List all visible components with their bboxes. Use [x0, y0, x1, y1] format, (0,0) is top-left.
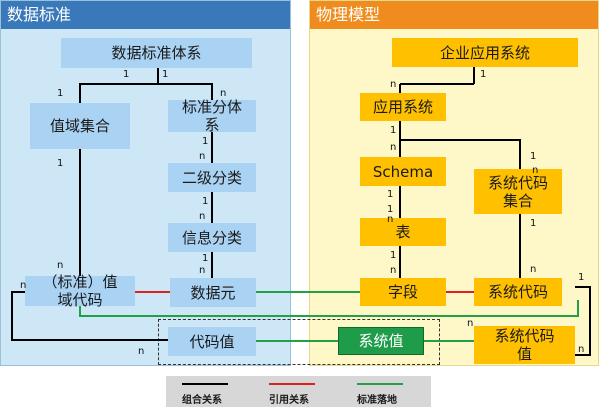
multiplicity-label: 1: [162, 69, 169, 80]
node-data-element: 数据元: [170, 278, 256, 307]
node-standard-category: 标准分体 系: [168, 98, 256, 134]
multiplicity-label: 1: [123, 69, 130, 80]
node-std-value-domain-code: （标准）值 域代码: [25, 273, 135, 309]
multiplicity-label: n: [138, 346, 145, 357]
node-schema: Schema: [360, 157, 446, 186]
multiplicity-label: 1: [390, 125, 397, 136]
multiplicity-label: n: [199, 151, 206, 162]
multiplicity-label: 1: [387, 189, 394, 200]
node-enterprise-app-system: 企业应用系统: [392, 38, 578, 67]
node-system-code: 系统代码: [474, 278, 562, 306]
node-data-standard-system: 数据标准体系: [61, 38, 252, 68]
node-system-code-value: 系统代码 值: [474, 326, 575, 364]
multiplicity-label: n: [390, 265, 397, 276]
multiplicity-label: n: [530, 264, 537, 275]
node-field: 字段: [360, 278, 446, 306]
node-app-system: 应用系统: [360, 93, 446, 121]
multiplicity-label: 1: [530, 218, 537, 229]
multiplicity-label: 1: [57, 158, 64, 169]
physical-model-title: 物理模型: [310, 1, 598, 29]
node-system-value: 系统值: [338, 327, 424, 355]
legend-label-reference: 引用关系: [269, 395, 309, 406]
multiplicity-label: n: [532, 165, 539, 176]
multiplicity-label: 1: [202, 253, 209, 264]
multiplicity-label: 1: [530, 151, 537, 162]
node-level2-category: 二级分类: [168, 163, 256, 192]
multiplicity-label: 1: [390, 250, 397, 261]
multiplicity-label: n: [199, 265, 206, 276]
multiplicity-label: n: [467, 318, 474, 329]
multiplicity-label: 1: [202, 196, 209, 207]
multiplicity-label: n: [20, 280, 27, 291]
legend-swatch-standard-landing: [357, 383, 403, 385]
multiplicity-label: 1: [57, 88, 64, 99]
code-value-group: [158, 319, 440, 365]
legend: 组合关系 引用关系 标准落地: [166, 376, 431, 407]
multiplicity-label: n: [390, 142, 397, 153]
node-table: 表: [360, 218, 446, 246]
multiplicity-label: n: [387, 214, 394, 225]
legend-swatch-composition: [182, 383, 228, 385]
multiplicity-label: n: [390, 79, 397, 90]
node-info-category: 信息分类: [168, 223, 256, 252]
data-standard-title: 数据标准: [1, 1, 290, 29]
multiplicity-label: 1: [578, 272, 585, 283]
node-system-code-set: 系统代码 集合: [474, 169, 562, 214]
multiplicity-label: 1: [480, 69, 487, 80]
multiplicity-label: n: [57, 260, 64, 271]
multiplicity-label: n: [199, 211, 206, 222]
legend-label-composition: 组合关系: [182, 395, 222, 406]
node-value-domain-set: 值域集合: [30, 103, 130, 149]
node-code-value: 代码值: [168, 327, 256, 356]
multiplicity-label: 1: [202, 136, 209, 147]
multiplicity-label: n: [578, 344, 585, 355]
multiplicity-label: n: [220, 88, 227, 99]
legend-swatch-reference: [269, 383, 315, 385]
legend-label-standard-landing: 标准落地: [357, 395, 397, 406]
multiplicity-label: 1: [387, 204, 394, 215]
